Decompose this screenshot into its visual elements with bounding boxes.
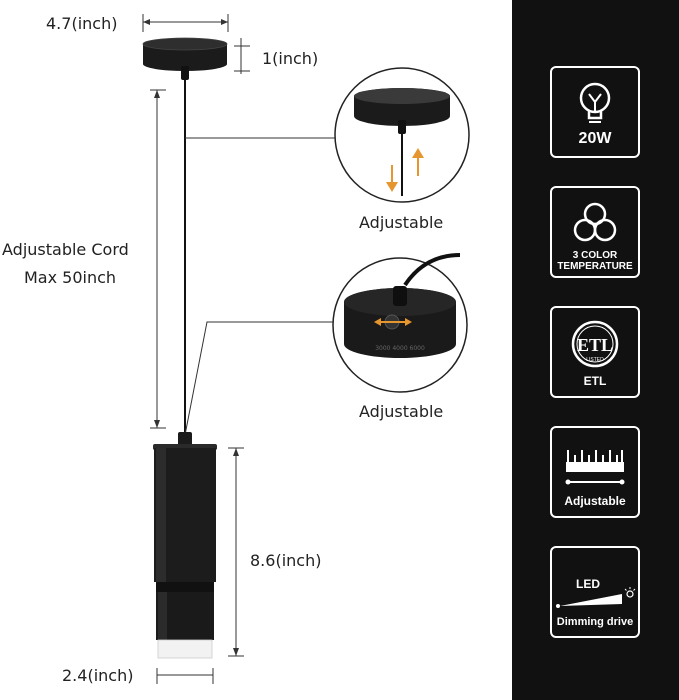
canopy-adjustable-caption: Adjustable	[359, 213, 444, 232]
feature-badge-color-temperature: 3 COLOR TEMPERATURE	[550, 186, 640, 278]
bulb-icon	[579, 82, 611, 123]
ruler-icon	[565, 450, 625, 485]
tilt-callout-line	[184, 321, 337, 436]
canopy-height-dimension	[234, 38, 250, 74]
cct-label-line2: TEMPERATURE	[557, 261, 633, 272]
cord-label-line2: Max 50inch	[24, 268, 117, 287]
etl-label: ETL	[583, 374, 607, 388]
tilt-adjustable-caption: Adjustable	[359, 402, 444, 421]
feature-sidebar: 20W 3 COLOR TEMPERATURE ETL LISTED ETL	[512, 0, 679, 700]
adjustable-label: Adjustable	[564, 494, 626, 508]
canopy-width-dimension	[142, 14, 229, 32]
led-label: LED	[576, 577, 600, 591]
cct-markings: 3000 4000 6000	[375, 345, 425, 352]
etl-mark: ETL	[577, 335, 613, 355]
canopy	[142, 37, 228, 80]
wattage-label: 20W	[578, 130, 612, 147]
tilt-detail-circle: 3000 4000 6000	[332, 253, 468, 393]
shade-width-dimension	[156, 668, 214, 684]
canopy-width-label: 4.7(inch)	[46, 14, 118, 33]
shade-length-label: 8.6(inch)	[250, 551, 322, 570]
dimming-label: Dimming drive	[556, 616, 634, 628]
etl-listed-icon: ETL LISTED	[571, 320, 619, 368]
pendant-shade	[153, 432, 217, 659]
shade-length-dimension	[228, 447, 244, 657]
fixture-illustration: 3000 4000 6000	[142, 14, 470, 684]
color-temperature-icon	[573, 202, 617, 242]
cord-length-dimension	[150, 89, 166, 429]
cct-label-line1: 3 COLOR	[572, 250, 618, 261]
feature-badge-dimming: LED Dimming drive	[550, 546, 640, 638]
cord-label-line1: Adjustable Cord	[2, 240, 129, 259]
dimming-icon: LED	[556, 577, 636, 608]
canopy-height-label: 1(inch)	[262, 49, 319, 68]
shade-width-label: 2.4(inch)	[62, 666, 134, 685]
etl-listed-text: LISTED	[586, 357, 604, 363]
feature-badge-etl: ETL LISTED ETL	[550, 306, 640, 398]
canopy-detail-circle	[334, 67, 470, 203]
feature-badge-wattage: 20W	[550, 66, 640, 158]
feature-badge-adjustable: Adjustable	[550, 426, 640, 518]
